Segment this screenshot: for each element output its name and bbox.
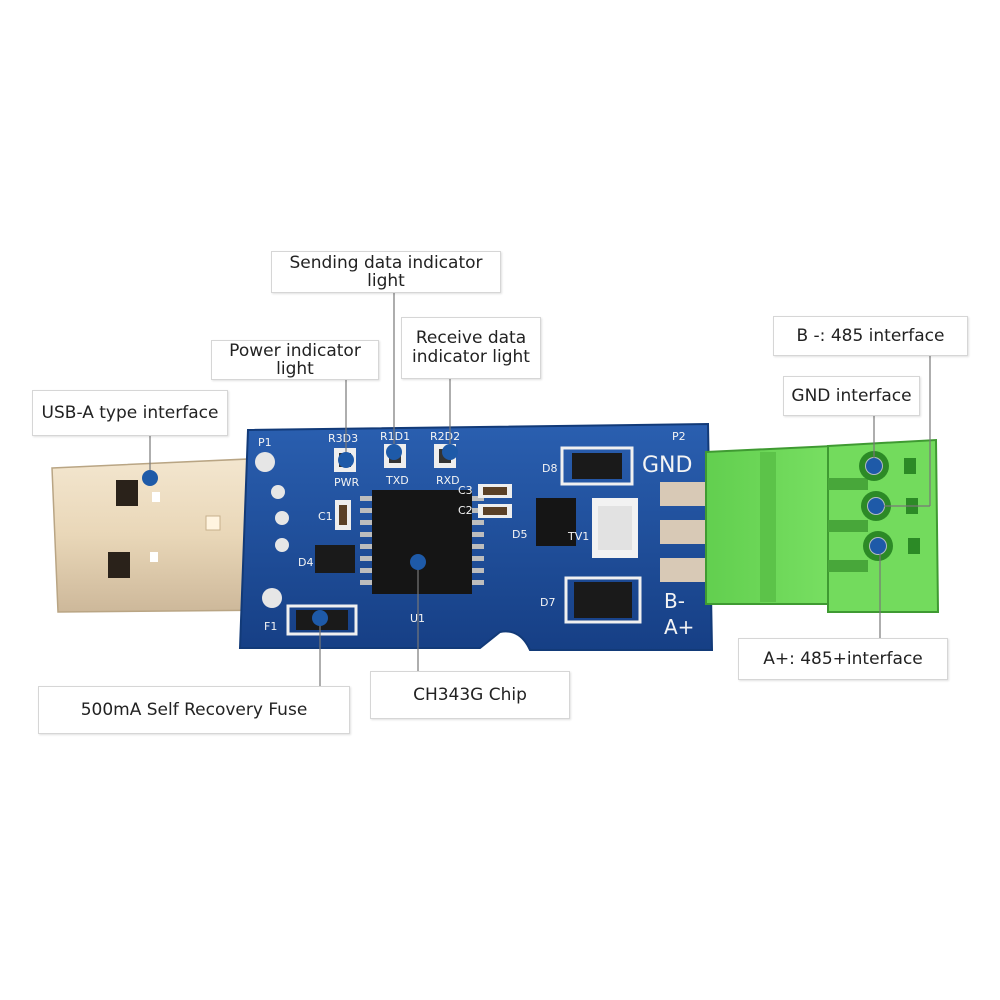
label-fuse-text: 500mA Self Recovery Fuse: [80, 699, 308, 720]
label-chip: CH343G Chip: [370, 671, 570, 719]
silk-d7: D7: [540, 596, 555, 609]
silk-f1: F1: [264, 620, 277, 633]
silk-b-minus: B-: [664, 589, 685, 613]
silk-tv1: TV1: [567, 530, 589, 543]
marker-gnd: [866, 458, 882, 474]
marker-b-minus: [868, 498, 884, 514]
marker-fuse: [312, 610, 328, 626]
silk-c3: C3: [458, 484, 473, 497]
silk-r3d3: R3D3: [328, 432, 358, 445]
label-usb-interface: USB-A type interface: [32, 390, 228, 436]
callout-markers: [142, 444, 886, 626]
silk-p2: P2: [672, 430, 686, 443]
silk-r1d1: R1D1: [380, 430, 410, 443]
label-a-plus-text: A+: 485+interface: [763, 648, 923, 669]
label-power-indicator: Power indicator light: [211, 340, 379, 380]
marker-rx-led: [442, 444, 458, 460]
label-chip-text: CH343G Chip: [413, 684, 527, 705]
silk-a-plus: A+: [664, 615, 694, 639]
leader-lines: [149, 292, 931, 686]
silk-c1: C1: [318, 510, 333, 523]
marker-a-plus: [870, 538, 886, 554]
label-sending-text: Sending data indicator light: [289, 253, 483, 291]
label-sending-indicator: Sending data indicator light: [271, 251, 501, 293]
silk-d5: D5: [512, 528, 527, 541]
marker-power-led: [338, 452, 354, 468]
label-gnd-text: GND interface: [791, 385, 912, 406]
silk-rxd: RXD: [436, 474, 460, 487]
marker-tx-led: [386, 444, 402, 460]
silk-r2d2: R2D2: [430, 430, 460, 443]
silk-gnd: GND: [642, 453, 692, 478]
silk-d4: D4: [298, 556, 313, 569]
silk-pwr: PWR: [334, 476, 360, 489]
label-b-minus-text: B -: 485 interface: [796, 325, 945, 346]
label-fuse: 500mA Self Recovery Fuse: [38, 686, 350, 734]
label-gnd: GND interface: [783, 376, 920, 416]
label-receive-text: Receive data indicator light: [412, 328, 530, 367]
marker-chip: [410, 554, 426, 570]
silk-txd: TXD: [385, 474, 409, 487]
label-usb-text: USB-A type interface: [41, 402, 219, 423]
marker-usb: [142, 470, 158, 486]
pcb-board: P1 P2 R3D3 R1D1 R2D2 PWR TXD RXD C1 C3 C…: [238, 422, 714, 651]
screw-terminal-block: [705, 438, 940, 613]
label-receive-indicator: Receive data indicator light: [401, 317, 541, 379]
silk-d8: D8: [542, 462, 557, 475]
silk-c2: C2: [458, 504, 473, 517]
label-a-plus: A+: 485+interface: [738, 638, 948, 680]
label-power-text: Power indicator light: [229, 341, 361, 379]
silk-p1: P1: [258, 436, 272, 449]
label-b-minus: B -: 485 interface: [773, 316, 968, 356]
